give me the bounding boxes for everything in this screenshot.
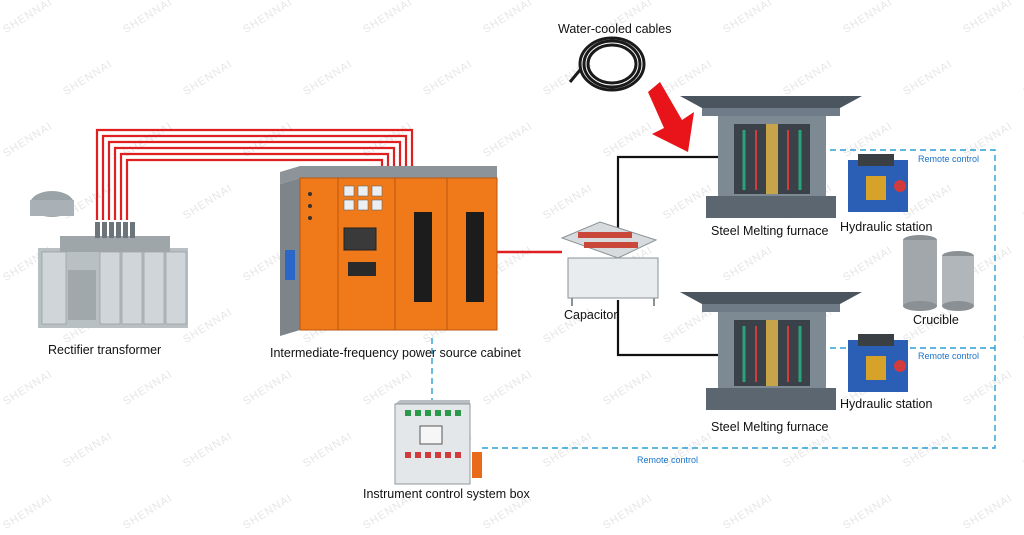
water-cooled-cables xyxy=(568,36,646,92)
instrument-control-box xyxy=(394,400,482,485)
label-rectifier-transformer: Rectifier transformer xyxy=(48,343,162,357)
hydraulic-station-top xyxy=(848,154,908,212)
label-remote-control-1: Remote control xyxy=(918,154,980,164)
label-hydraulic-bottom: Hydraulic station xyxy=(840,397,933,411)
capacitor-furnace-lines xyxy=(616,155,718,357)
label-remote-control-2: Remote control xyxy=(918,351,980,361)
label-capacitor: Capacitor xyxy=(564,308,618,322)
steel-melting-furnace-bottom xyxy=(680,292,862,410)
power-bus-lines xyxy=(95,128,414,220)
label-hydraulic-top: Hydraulic station xyxy=(840,220,933,234)
rectifier-transformer xyxy=(30,191,188,328)
red-arrow xyxy=(648,82,694,152)
label-water-cooled-cables: Water-cooled cables xyxy=(558,22,672,36)
label-instrument-box: Instrument control system box xyxy=(363,487,530,501)
label-crucible: Crucible xyxy=(913,313,959,327)
steel-melting-furnace-top xyxy=(680,96,862,218)
power-source-cabinet xyxy=(280,166,498,336)
remote-control-lines xyxy=(431,149,996,449)
label-furnace-top: Steel Melting furnace xyxy=(711,224,829,238)
label-power-cabinet: Intermediate-frequency power source cabi… xyxy=(270,346,521,360)
label-remote-control-3: Remote control xyxy=(637,455,699,465)
label-furnace-bottom: Steel Melting furnace xyxy=(711,420,829,434)
hydraulic-station-bottom xyxy=(848,334,908,392)
capacitor-unit xyxy=(560,221,659,306)
crucibles xyxy=(903,235,974,311)
